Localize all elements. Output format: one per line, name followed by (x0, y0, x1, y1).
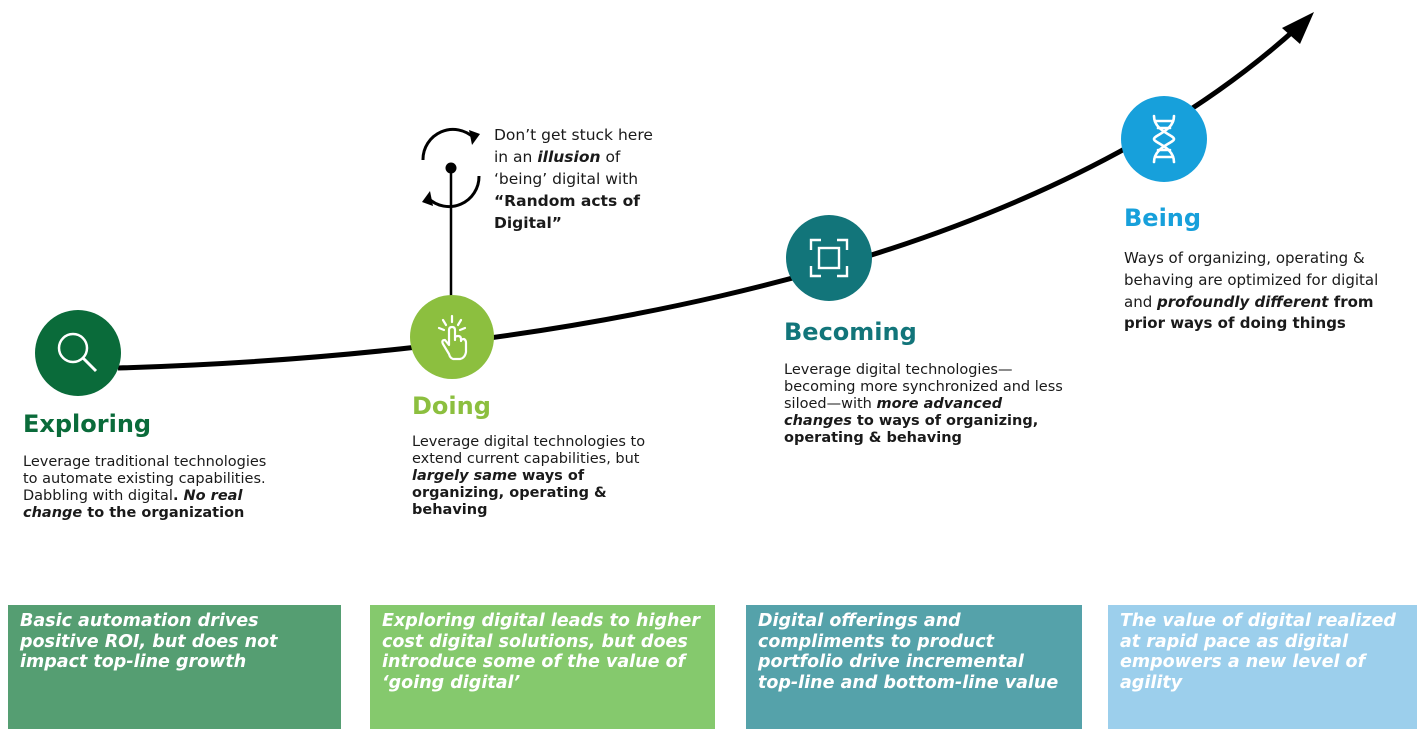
dna-icon (1152, 114, 1176, 164)
stage-desc-exploring: Leverage traditional technologies to aut… (23, 454, 267, 522)
tap-hand-icon (437, 314, 468, 361)
refresh-arrow-head-bottom (422, 191, 433, 206)
callout-text: Don’t get stuck here in an illusion of ‘… (494, 126, 653, 232)
exploring-circle (35, 310, 121, 396)
refresh-cycle-icon (421, 127, 481, 209)
focus-frame-icon (809, 238, 849, 278)
doing-circle (410, 295, 494, 379)
stage-title-being: Being (1124, 204, 1202, 232)
stage-title-exploring: Exploring (23, 410, 152, 438)
stage-title-becoming: Becoming (784, 318, 917, 346)
stage-title-doing: Doing (412, 392, 491, 420)
refresh-arrow-head-top (469, 130, 480, 145)
value-box-exploring: Basic automation drives positive ROI, bu… (8, 605, 341, 729)
value-box-being: The value of digital realized at rapid p… (1108, 605, 1417, 729)
being-circle (1121, 96, 1207, 182)
value-box-becoming: Digital offerings and compliments to pro… (746, 605, 1082, 729)
stage-desc-becoming: Leverage digital technologies—becoming m… (784, 362, 1063, 447)
arrow-head-icon (1282, 12, 1314, 44)
stage-desc-being: Ways of organizing, operating & behaving… (1124, 249, 1379, 333)
callout-connector-dot (445, 162, 457, 174)
stage-desc-doing: Leverage digital technologies to extend … (412, 434, 646, 519)
growth-curve (117, 23, 1302, 371)
magnifier-icon (57, 332, 98, 373)
value-box-doing: Exploring digital leads to higher cost d… (370, 605, 715, 729)
becoming-circle (786, 215, 872, 301)
